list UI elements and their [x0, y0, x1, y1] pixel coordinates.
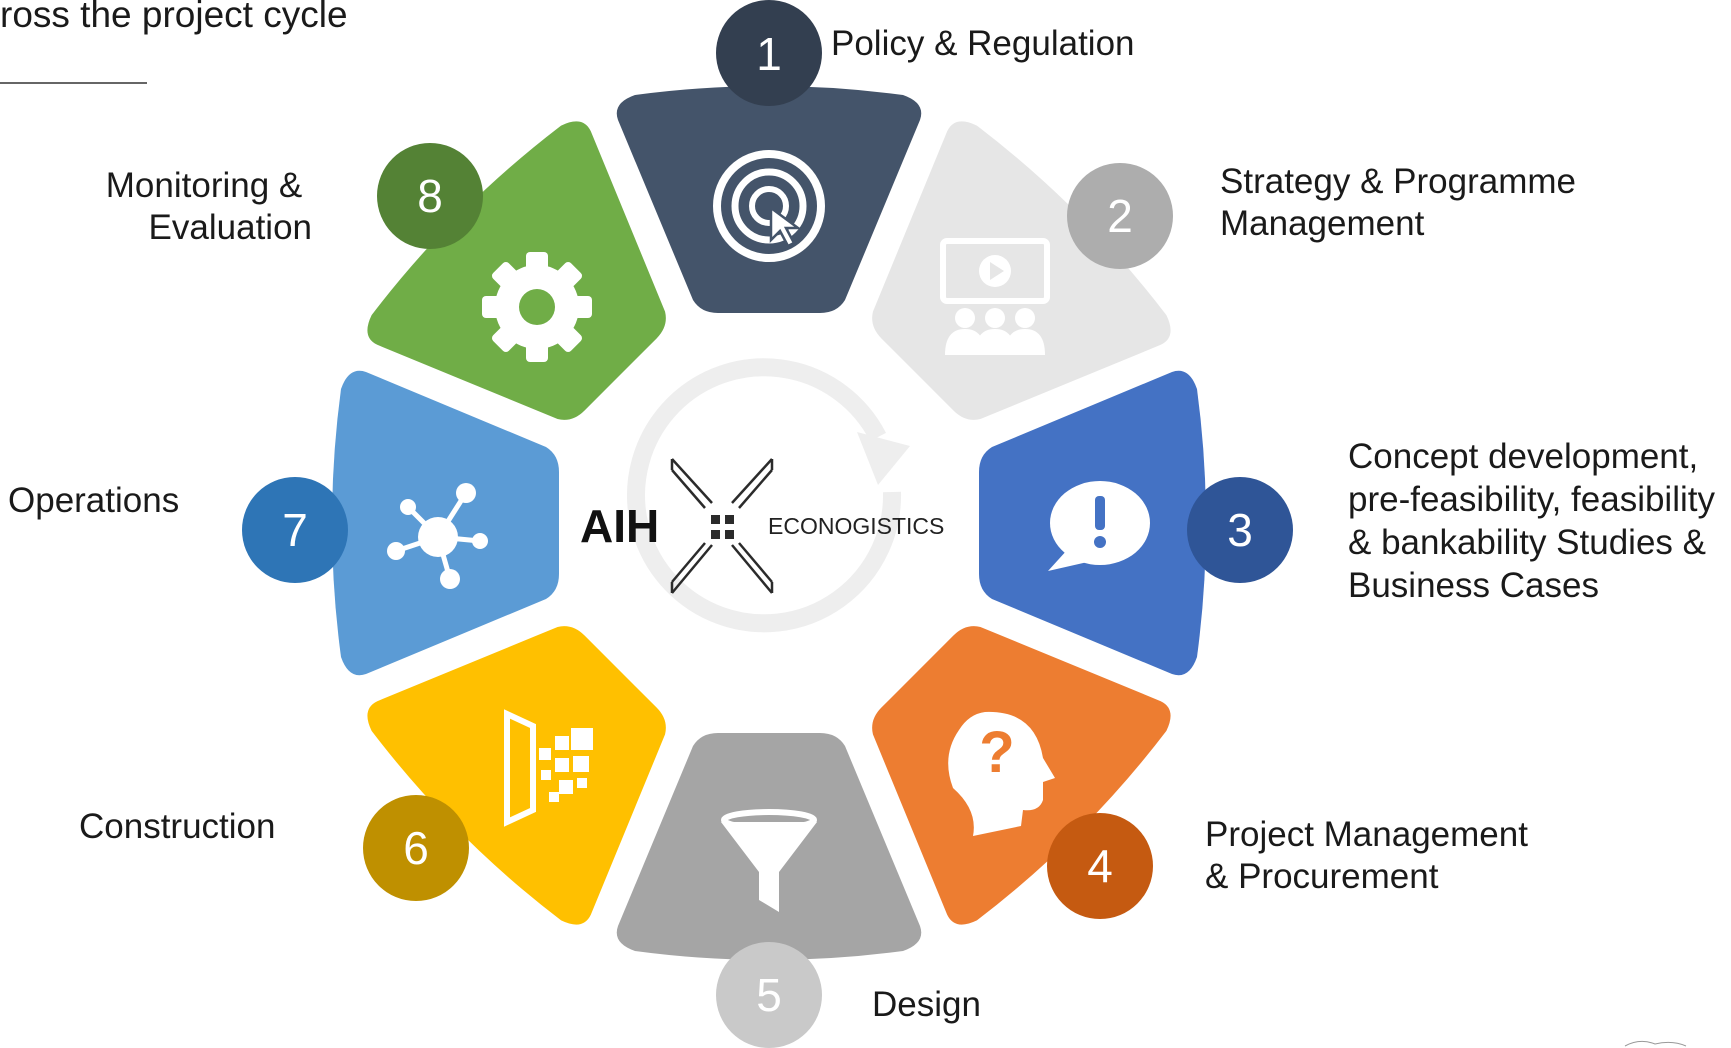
stage-label-5: Design — [872, 985, 981, 1024]
stage-label-8: Monitoring & Evaluation — [106, 166, 312, 247]
step-number-1: 1 — [756, 28, 782, 80]
funnel-icon — [721, 809, 817, 912]
svg-text:?: ? — [979, 720, 1014, 785]
center-logo: AIH ECONOGISTICS — [580, 358, 944, 633]
stage-label-1: Policy & Regulation — [831, 24, 1135, 63]
segment-6 — [367, 626, 666, 925]
step-badge-8 — [377, 143, 483, 249]
step-badge-4 — [1047, 813, 1153, 919]
step-number-3: 3 — [1227, 504, 1253, 556]
doorway-blocks-icon — [504, 709, 593, 827]
step-badge-2 — [1067, 163, 1173, 269]
stage-label-7: Operations — [8, 481, 179, 520]
target-cursor-icon — [713, 150, 825, 262]
step-badge-1 — [716, 0, 822, 106]
stage-label-2: Strategy & Programme Management — [1220, 162, 1586, 243]
step-number-6: 6 — [403, 822, 429, 874]
aih-x-mark-icon — [670, 458, 774, 594]
step-badge-5 — [716, 942, 822, 1048]
logo-econogistics-text: ECONOGISTICS — [768, 513, 944, 539]
stage-label-3: Concept development, pre-feasibility, fe… — [1348, 437, 1725, 605]
step-number-7: 7 — [282, 504, 308, 556]
page-title: ross the project cycle — [0, 0, 348, 35]
step-badge-6 — [363, 795, 469, 901]
step-number-4: 4 — [1087, 840, 1113, 892]
presentation-audience-icon — [940, 238, 1050, 355]
logo-aih-text: AIH — [580, 500, 659, 552]
segment-1: 1 Policy & Regulation — [616, 0, 1135, 313]
step-number-2: 2 — [1107, 190, 1133, 242]
step-number-5: 5 — [756, 969, 782, 1021]
cycle-arrow-icon — [627, 358, 910, 633]
network-hub-icon — [387, 483, 488, 589]
head-question-icon: ? — [948, 711, 1055, 836]
step-badge-3 — [1187, 477, 1293, 583]
stage-label-6: Construction — [79, 807, 275, 846]
stage-label-4: Project Management & Procurement — [1205, 815, 1538, 896]
step-badge-7 — [242, 477, 348, 583]
gear-icon — [482, 252, 592, 362]
corner-mark — [1624, 1040, 1687, 1047]
step-number-8: 8 — [417, 170, 443, 222]
speech-bubble-exclamation-icon — [1048, 481, 1150, 571]
